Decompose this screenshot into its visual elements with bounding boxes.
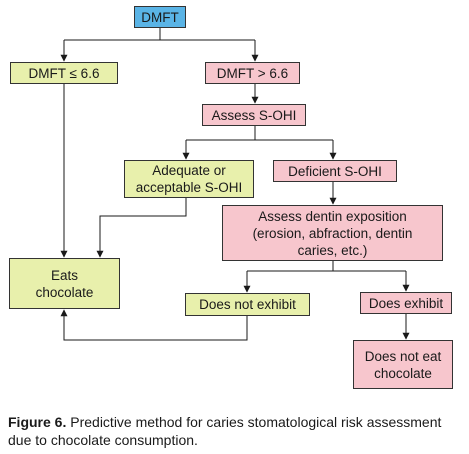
- node-does-exhibit: Does exhibit: [360, 292, 452, 314]
- node-deficient-sohi: Deficient S-OHI: [273, 160, 397, 182]
- node-dmft-low: DMFT ≤ 6.6: [10, 62, 118, 84]
- figure-caption-label: Figure 6.: [8, 414, 67, 430]
- node-eats-chocolate: Eats chocolate: [9, 258, 120, 309]
- node-dmft-high: DMFT > 6.6: [205, 62, 300, 84]
- arrow-adequate-to-eats: [96, 198, 187, 258]
- node-assess-dentin: Assess dentin exposition (erosion, abfra…: [222, 205, 443, 261]
- arrow-not-exhibit-to-eats: [60, 309, 248, 341]
- figure-caption: Figure 6. Predictive method for caries s…: [8, 413, 463, 449]
- node-adequate-sohi: Adequate or acceptable S-OHI: [124, 160, 254, 198]
- flowchart: DMFT DMFT ≤ 6.6 DMFT > 6.6 Assess S-OHI …: [9, 6, 453, 389]
- figure-caption-text: Predictive method for caries stomatologi…: [8, 414, 442, 448]
- flowchart-connectors: [60, 28, 410, 341]
- node-assess-sohi: Assess S-OHI: [202, 104, 306, 126]
- node-does-not-exhibit: Does not exhibit: [185, 293, 310, 316]
- node-does-not-eat: Does not eat chocolate: [353, 340, 453, 389]
- node-dmft: DMFT: [134, 6, 186, 28]
